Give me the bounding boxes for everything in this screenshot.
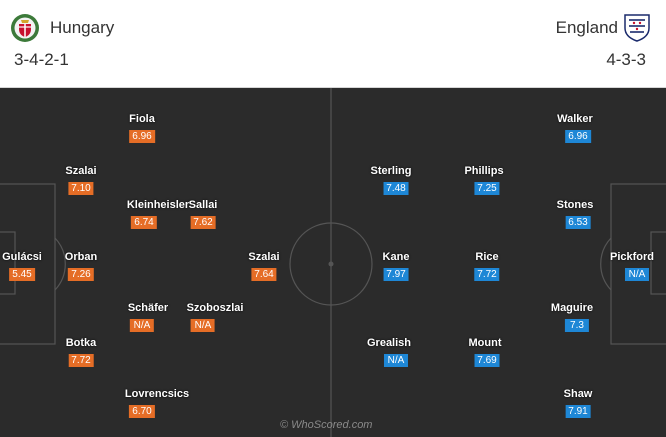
- player-rating: 7.97: [383, 268, 409, 281]
- player-rating: 7.10: [68, 182, 94, 195]
- player-rating: 6.74: [131, 216, 157, 229]
- player-sterling[interactable]: Sterling 7.48: [370, 165, 412, 196]
- player-rating: 7.25: [474, 182, 500, 195]
- away-team-name: England: [555, 18, 618, 37]
- player-szoboszlai[interactable]: Szoboszlai N/A: [186, 302, 244, 333]
- player-grealish[interactable]: Grealish N/A: [367, 337, 411, 368]
- player-rating: 7.72: [68, 354, 94, 367]
- pitch-lines: [0, 88, 666, 437]
- player-mount[interactable]: Mount 7.69: [468, 337, 502, 368]
- player-rating: 7.64: [251, 268, 277, 281]
- player-name: Kane: [382, 251, 410, 263]
- player-schafer[interactable]: Schäfer N/A: [128, 302, 168, 333]
- england-crest-icon: [624, 14, 650, 42]
- player-sallai[interactable]: Sallai 7.62: [188, 199, 218, 230]
- player-shaw[interactable]: Shaw 7.91: [563, 388, 593, 419]
- player-name: Szalai: [248, 251, 280, 263]
- player-rating: N/A: [129, 319, 154, 332]
- player-rating: 7.26: [68, 268, 94, 281]
- player-name: Shaw: [563, 388, 593, 400]
- player-maguire[interactable]: Maguire 7.3: [551, 302, 593, 333]
- player-name: Stones: [556, 199, 594, 211]
- player-name: Pickford: [609, 251, 655, 263]
- player-name: Maguire: [550, 302, 594, 314]
- pitch: [0, 88, 666, 437]
- player-name: Walker: [557, 113, 593, 125]
- player-rice[interactable]: Rice 7.72: [474, 251, 500, 282]
- player-rating: N/A: [191, 319, 215, 332]
- player-name: Schäfer: [127, 302, 169, 314]
- home-team-name: Hungary: [50, 18, 115, 37]
- player-rating: 7.91: [565, 405, 591, 418]
- player-name: Fiola: [129, 113, 155, 125]
- player-gulacsi[interactable]: Gulácsi 5.45: [2, 251, 42, 282]
- player-rating: 7.69: [474, 354, 500, 367]
- player-szalai-forward[interactable]: Szalai 7.64: [248, 251, 280, 282]
- player-name: Grealish: [366, 337, 412, 349]
- player-rating: 7.3: [565, 319, 589, 332]
- player-stones[interactable]: Stones 6.53: [556, 199, 594, 230]
- player-botka[interactable]: Botka 7.72: [65, 337, 97, 368]
- player-rating: 6.70: [129, 405, 155, 418]
- match-header: Hungary 3-4-2-1 England 4-3-3: [0, 0, 666, 88]
- player-kane[interactable]: Kane 7.97: [382, 251, 410, 282]
- player-rating: 6.53: [565, 216, 591, 229]
- player-lovrencsics[interactable]: Lovrencsics 6.70: [125, 388, 189, 419]
- home-formation: 3-4-2-1: [14, 50, 69, 69]
- player-pickford[interactable]: Pickford N/A: [610, 251, 654, 282]
- player-orban[interactable]: Orban 7.26: [65, 251, 97, 282]
- player-name: Sallai: [188, 199, 218, 211]
- player-phillips[interactable]: Phillips 7.25: [464, 165, 504, 196]
- player-name: Gulácsi: [2, 251, 42, 263]
- player-name: Rice: [475, 251, 499, 263]
- player-rating: 6.96: [565, 130, 591, 143]
- player-name: Sterling: [370, 165, 412, 177]
- player-name: Botka: [65, 337, 97, 349]
- player-walker[interactable]: Walker 6.96: [557, 113, 593, 144]
- player-rating: 5.45: [9, 268, 35, 281]
- player-rating: N/A: [384, 354, 408, 367]
- player-rating: 6.96: [129, 130, 155, 143]
- player-name: Kleinheisler: [126, 199, 190, 211]
- player-kleinheisler[interactable]: Kleinheisler 6.74: [127, 199, 189, 230]
- player-name: Orban: [64, 251, 98, 263]
- player-name: Mount: [468, 337, 502, 349]
- player-szalai-defender[interactable]: Szalai 7.10: [65, 165, 97, 196]
- player-fiola[interactable]: Fiola 6.96: [129, 113, 155, 144]
- player-name: Szoboszlai: [186, 302, 244, 314]
- player-rating: 7.62: [190, 216, 216, 229]
- hungary-crest-icon: [11, 14, 39, 42]
- player-name: Lovrencsics: [124, 388, 190, 400]
- away-formation: 4-3-3: [606, 50, 646, 69]
- player-rating: 7.72: [474, 268, 500, 281]
- player-name: Phillips: [464, 165, 504, 177]
- player-name: Szalai: [65, 165, 97, 177]
- whoscored-watermark: © WhoScored.com: [280, 419, 373, 431]
- player-rating: N/A: [624, 268, 649, 281]
- player-rating: 7.48: [383, 182, 409, 195]
